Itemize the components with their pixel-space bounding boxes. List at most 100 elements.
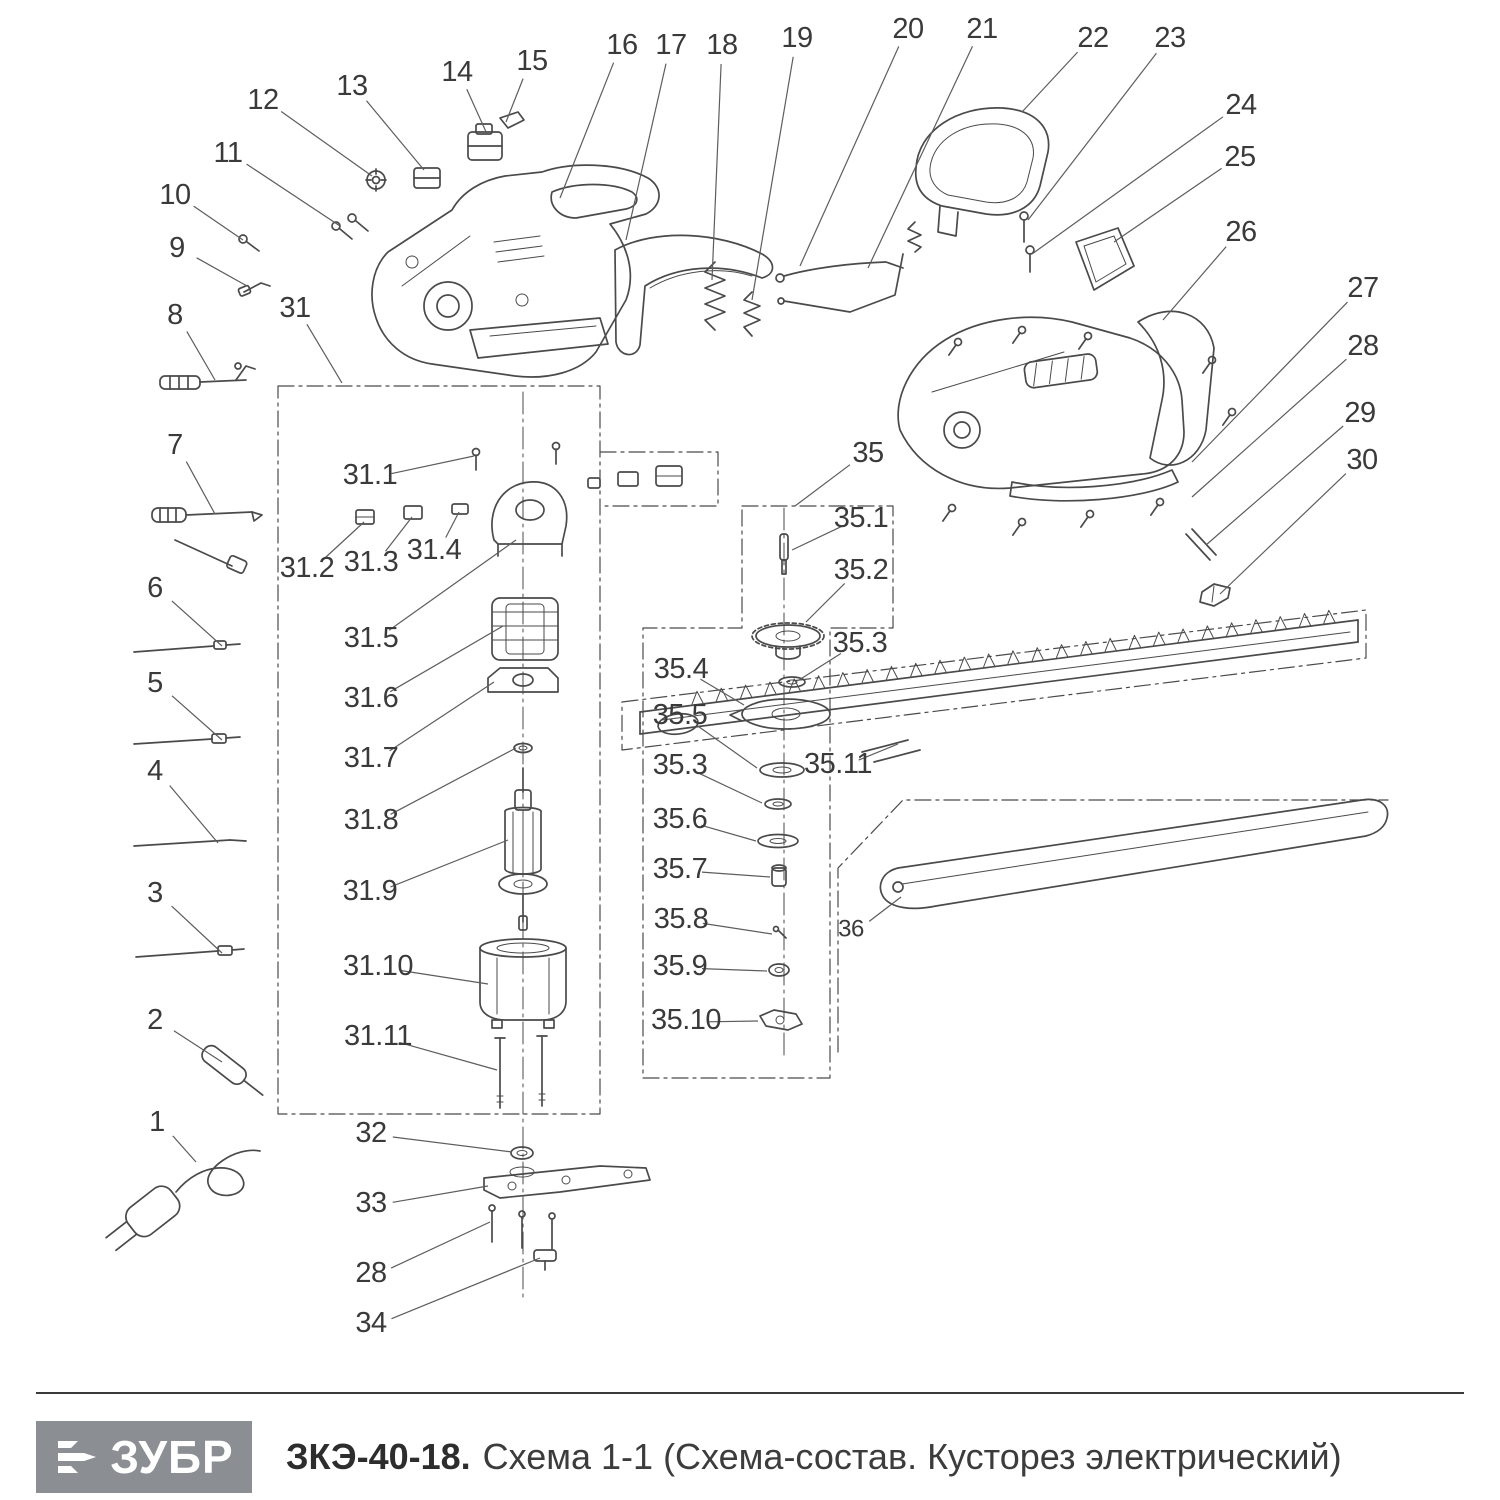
part-label-35.3: 35.3 [652,748,708,781]
leader-line-8 [186,331,216,381]
part-base-plate [483,1165,651,1199]
part-label-35.5: 35.5 [652,698,708,731]
part-cord-sleeve [201,1044,264,1096]
leader-line-34 [391,1257,541,1320]
leader-line-13 [366,100,425,171]
part-screw-10 [238,234,260,252]
leader-line-16 [559,62,615,199]
leader-line-11 [246,163,341,227]
group-box-sheath [837,799,1389,1053]
part-clip-30 [1199,583,1231,607]
part-shaft-351 [779,533,789,575]
part-long-screws [494,1035,548,1109]
part-label-31: 31 [279,291,311,324]
leader-line-28 [390,1221,491,1269]
leader-line-17 [625,63,667,241]
part-blade-sheath [879,798,1389,910]
leader-line-31.8 [390,747,517,815]
leader-line-35.8 [702,922,773,935]
part-label-36: 36 [838,915,864,943]
part-pin-9 [237,282,271,297]
part-wire-5 [133,733,241,745]
part-motor-cup [479,938,567,1029]
part-guard-plate [1075,227,1135,291]
leader-line-35.3 [699,773,763,804]
part-pin-358 [772,925,787,939]
leader-line-14 [466,88,488,135]
part-label-18: 18 [706,28,738,61]
part-guard [614,234,774,356]
part-label-10: 10 [159,178,191,211]
leader-line-35.11 [858,743,899,761]
part-label-8: 8 [167,298,183,331]
part-label-31.3: 31.3 [343,545,399,578]
part-label-31.9: 31.9 [342,874,398,907]
part-washer-356 [757,833,799,849]
part-label-31.1: 31.1 [342,458,398,491]
schema-title: ЗКЭ-40-18. Схема 1-1 (Схема-состав. Куст… [286,1436,1342,1478]
part-label-35: 35 [852,436,884,469]
group-box-31 [277,385,601,1115]
leader-line-31.4 [445,511,460,538]
leader-line-31.9 [390,839,509,888]
schema-subtitle: Схема 1-1 (Схема-состав. Кусторез электр… [482,1436,1342,1477]
leader-line-35.3 [798,652,842,681]
part-lever-15 [499,111,525,129]
leader-line-30 [1219,473,1347,595]
group-box-brushes [599,451,719,507]
part-block-13 [413,167,441,189]
part-armature [498,767,548,931]
leader-line-35.10 [707,1020,759,1023]
part-label-19: 19 [781,21,813,54]
part-label-31.10: 31.10 [342,949,414,982]
leader-line-28 [1191,358,1347,498]
part-label-35.9: 35.9 [652,949,708,982]
part-label-33: 33 [355,1186,387,1219]
part-label-14: 14 [441,55,473,88]
part-cap-34 [533,1249,557,1271]
leader-line-33 [392,1185,489,1203]
part-screws-28b [488,1204,556,1251]
part-label-28: 28 [355,1256,387,1289]
leader-line-2 [173,1030,223,1063]
leader-line-20 [799,46,900,267]
part-label-6: 6 [147,571,163,604]
part-label-17: 17 [655,28,687,61]
part-bearing-32 [510,1146,534,1160]
leader-line-1 [172,1135,197,1163]
leader-line-5 [171,695,223,741]
part-label-26: 26 [1225,215,1257,248]
part-label-31.7: 31.7 [343,741,399,774]
part-screw-24 [1025,245,1035,273]
part-label-1: 1 [149,1105,165,1138]
brand-name: ЗУБР [110,1431,234,1483]
part-label-35.7: 35.7 [652,852,708,885]
leader-line-18 [711,63,722,281]
leader-line-35.5 [697,725,758,769]
leader-line-36 [868,896,902,922]
part-washer-355 [759,762,805,778]
part-label-34: 34 [355,1306,387,1339]
leader-line-25 [1113,167,1222,243]
part-spring-19 [743,291,761,337]
part-label-27: 27 [1347,271,1379,304]
part-label-31.11: 31.11 [344,1019,412,1052]
leader-line-31.7 [389,681,495,752]
part-end-bell [491,481,568,557]
leader-line-10 [193,205,244,241]
part-pin-29 [1185,528,1217,561]
leader-line-35.1 [791,526,842,551]
part-cable-7 [151,507,263,574]
part-main-housing [371,164,660,378]
part-gear-352 [751,622,825,660]
part-ring-359 [768,963,790,977]
leader-line-31 [306,323,343,384]
leader-line-31.1 [391,455,475,475]
leader-line-32 [392,1136,513,1153]
part-label-2: 2 [147,1003,163,1036]
leader-line-9 [196,257,248,287]
leader-line-35.9 [701,968,768,972]
part-power-cord [105,1149,261,1252]
